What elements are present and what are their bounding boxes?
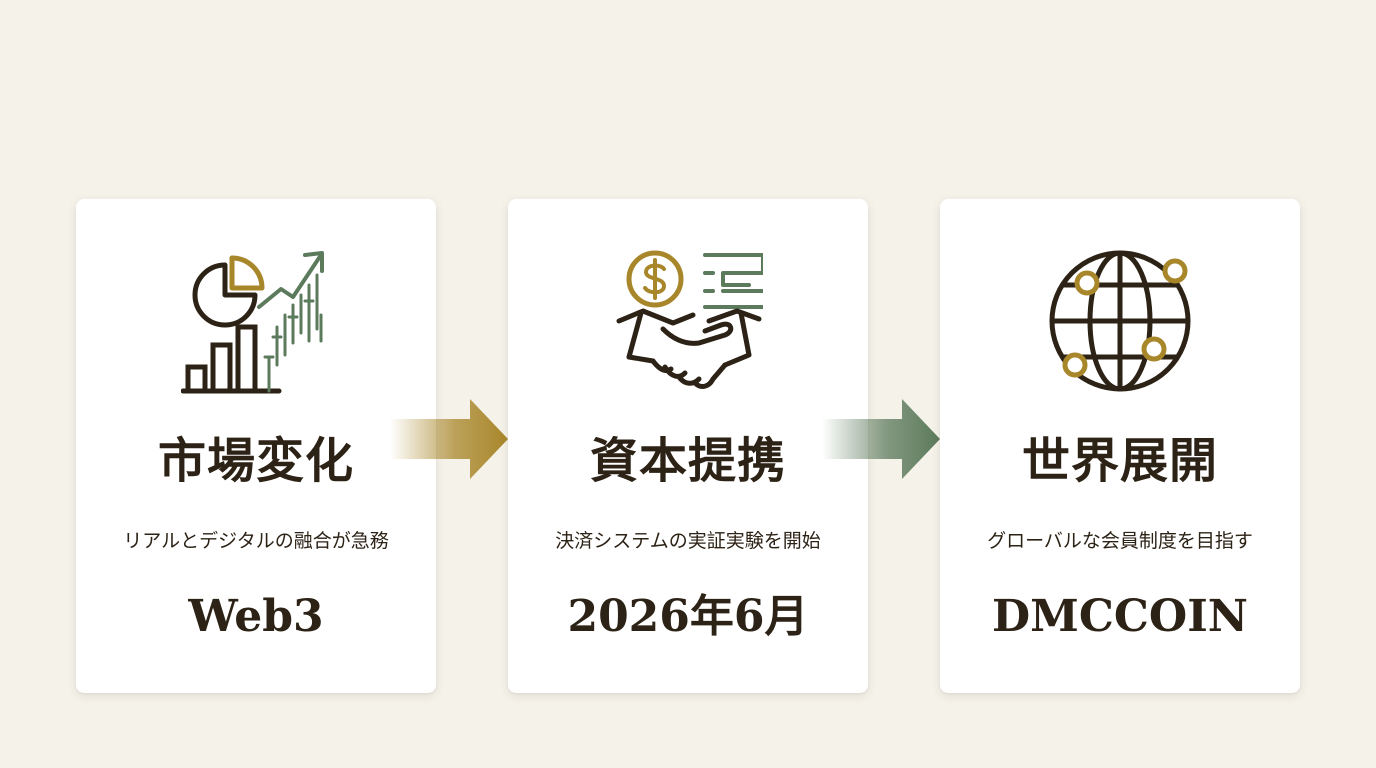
card-keyword: 2026年6月	[567, 591, 809, 642]
chart-growth-icon	[181, 251, 324, 394]
card-title: 資本提携	[589, 433, 786, 489]
card-capital-alliance: 資本提携 決済システムの実証実験を開始 2026年6月	[508, 199, 868, 693]
card-subtitle: リアルとデジタルの融合が急務	[123, 530, 389, 552]
handshake-payment-icon	[616, 250, 763, 389]
card-global-expansion: 世界展開 グローバルな会員制度を目指す DMCCOIN	[940, 199, 1300, 693]
card-title: 世界展開	[1021, 433, 1218, 489]
card-subtitle: 決済システムの実証実験を開始	[555, 530, 821, 552]
card-market-change: 市場変化 リアルとデジタルの融合が急務 Web3	[76, 199, 436, 693]
arrow-right-icon	[390, 399, 508, 479]
card-subtitle: グローバルな会員制度を目指す	[987, 530, 1253, 552]
arrow-right-icon	[822, 399, 940, 479]
card-keyword: Web3	[188, 591, 324, 642]
globe-network-icon	[1049, 250, 1191, 392]
card-title: 市場変化	[157, 433, 354, 489]
card-keyword: DMCCOIN	[991, 591, 1249, 642]
